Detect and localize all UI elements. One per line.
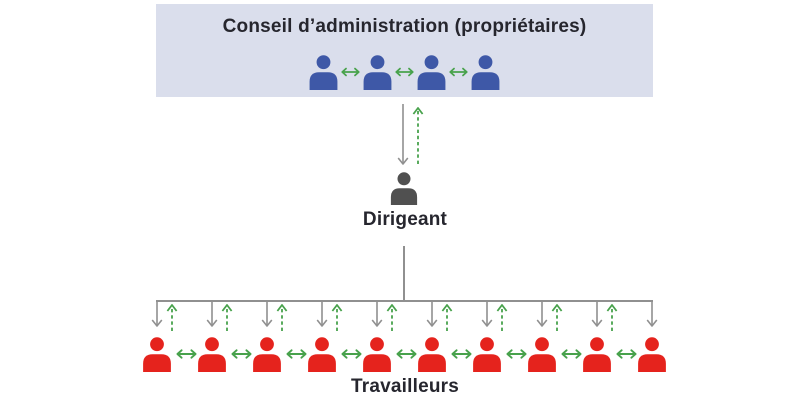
mutual-arrow-icon bbox=[340, 349, 362, 359]
mutual-arrow-icon bbox=[230, 349, 252, 359]
worker-person-icon bbox=[308, 337, 336, 372]
worker-person-icon bbox=[473, 337, 501, 372]
workers-label: Travailleurs bbox=[350, 376, 460, 397]
mutual-arrow-icon bbox=[615, 349, 637, 359]
feedback-up-arrow-icon bbox=[441, 304, 453, 331]
board-member-person-icon bbox=[417, 54, 446, 90]
mutual-arrow-icon bbox=[285, 349, 307, 359]
worker-person-icon bbox=[198, 337, 226, 372]
board-title: Conseil d’administration (propriétaires) bbox=[222, 16, 587, 37]
worker-person-icon bbox=[363, 337, 391, 372]
authority-down-arrow-icon bbox=[426, 301, 438, 327]
mutual-arrow-icon bbox=[395, 349, 417, 359]
authority-down-arrow-icon bbox=[481, 301, 493, 327]
feedback-up-arrow-icon bbox=[276, 304, 288, 331]
director-to-workers-line bbox=[403, 246, 405, 301]
feedback-up-arrow-icon bbox=[386, 304, 398, 331]
workers-branch-line bbox=[156, 300, 653, 302]
mutual-arrow-icon bbox=[175, 349, 197, 359]
feedback-up-arrow-icon bbox=[331, 304, 343, 331]
worker-person-icon bbox=[638, 337, 666, 372]
feedback-up-arrow-icon bbox=[221, 304, 233, 331]
feedback-up-arrow-icon bbox=[166, 304, 178, 331]
feedback-up-arrow-icon bbox=[412, 107, 424, 164]
worker-person-icon bbox=[143, 337, 171, 372]
authority-down-arrow-icon bbox=[316, 301, 328, 327]
authority-down-arrow-icon bbox=[371, 301, 383, 327]
mutual-arrow-icon bbox=[450, 349, 472, 359]
mutual-arrow-icon bbox=[341, 67, 360, 77]
mutual-arrow-icon bbox=[449, 67, 468, 77]
board-members-row bbox=[156, 52, 653, 92]
authority-down-arrow-icon bbox=[591, 301, 603, 327]
authority-down-arrow-icon bbox=[536, 301, 548, 327]
authority-down-arrow-icon bbox=[261, 301, 273, 327]
feedback-up-arrow-icon bbox=[551, 304, 563, 331]
worker-person-icon bbox=[418, 337, 446, 372]
director-person-icon bbox=[390, 172, 418, 205]
authority-down-arrow-icon bbox=[646, 301, 658, 327]
authority-down-arrow-icon bbox=[206, 301, 218, 327]
board-member-person-icon bbox=[471, 54, 500, 90]
authority-down-arrow-icon bbox=[151, 301, 163, 327]
board-box: Conseil d’administration (propriétaires) bbox=[156, 4, 653, 97]
worker-person-icon bbox=[583, 337, 611, 372]
authority-down-arrow-icon bbox=[397, 104, 409, 165]
feedback-up-arrow-icon bbox=[496, 304, 508, 331]
director-label: Dirigeant bbox=[362, 209, 448, 230]
director-icon-slot bbox=[388, 172, 420, 205]
worker-person-icon bbox=[253, 337, 281, 372]
worker-person-icon bbox=[528, 337, 556, 372]
feedback-up-arrow-icon bbox=[606, 304, 618, 331]
mutual-arrow-icon bbox=[395, 67, 414, 77]
mutual-arrow-icon bbox=[505, 349, 527, 359]
mutual-arrow-icon bbox=[560, 349, 582, 359]
board-member-person-icon bbox=[309, 54, 338, 90]
board-member-person-icon bbox=[363, 54, 392, 90]
